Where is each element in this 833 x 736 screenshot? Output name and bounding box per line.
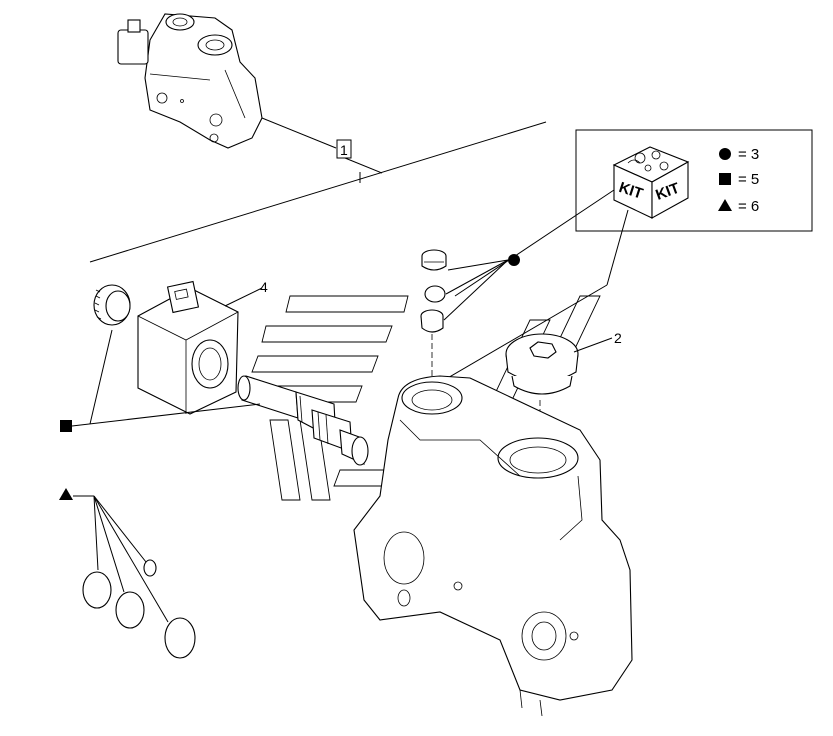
valve-block-assembly-overview — [117, 13, 263, 149]
knurled-ring-nut — [93, 284, 131, 326]
section-divider-line — [89, 121, 547, 263]
kit-label-left: KIT — [617, 179, 645, 203]
callout-2-label: 2 — [614, 330, 622, 346]
square-symbol-icon — [60, 420, 72, 432]
o-ring-small — [143, 559, 157, 577]
callout-4-label: 4 — [260, 279, 268, 295]
kit-box-icon — [612, 146, 690, 219]
callout-2-leader — [573, 337, 613, 353]
valve-body-housing — [353, 375, 633, 717]
hex-plug — [505, 333, 579, 395]
legend-triangle-text: = 6 — [738, 198, 759, 215]
circle-symbol-icon — [508, 254, 520, 266]
o-ring-middle — [424, 285, 446, 303]
legend-circle-text: = 3 — [738, 146, 759, 163]
o-ring-middle-large — [115, 591, 145, 629]
plug-small-bottom — [420, 309, 444, 333]
o-ring-left — [82, 571, 112, 609]
callout-1-leader-lower — [344, 157, 383, 174]
solenoid-coil — [137, 280, 239, 415]
kit-legend-box: KIT KIT = 3 = 5 = 6 — [575, 129, 813, 232]
triangle-symbol-icon — [718, 199, 732, 211]
callout-4-leader — [224, 287, 263, 307]
plug-small-top — [421, 249, 447, 271]
legend-square-text: = 5 — [738, 171, 759, 188]
o-ring-right — [164, 617, 196, 659]
square-symbol-icon — [719, 173, 731, 185]
triangle-symbol-icon — [59, 488, 73, 500]
callout-1-label: 1 — [340, 142, 348, 158]
callout-1-leader — [261, 117, 337, 149]
callout-1-box — [336, 139, 352, 159]
cartridge-valve — [237, 375, 369, 466]
circle-symbol-icon — [719, 148, 731, 160]
